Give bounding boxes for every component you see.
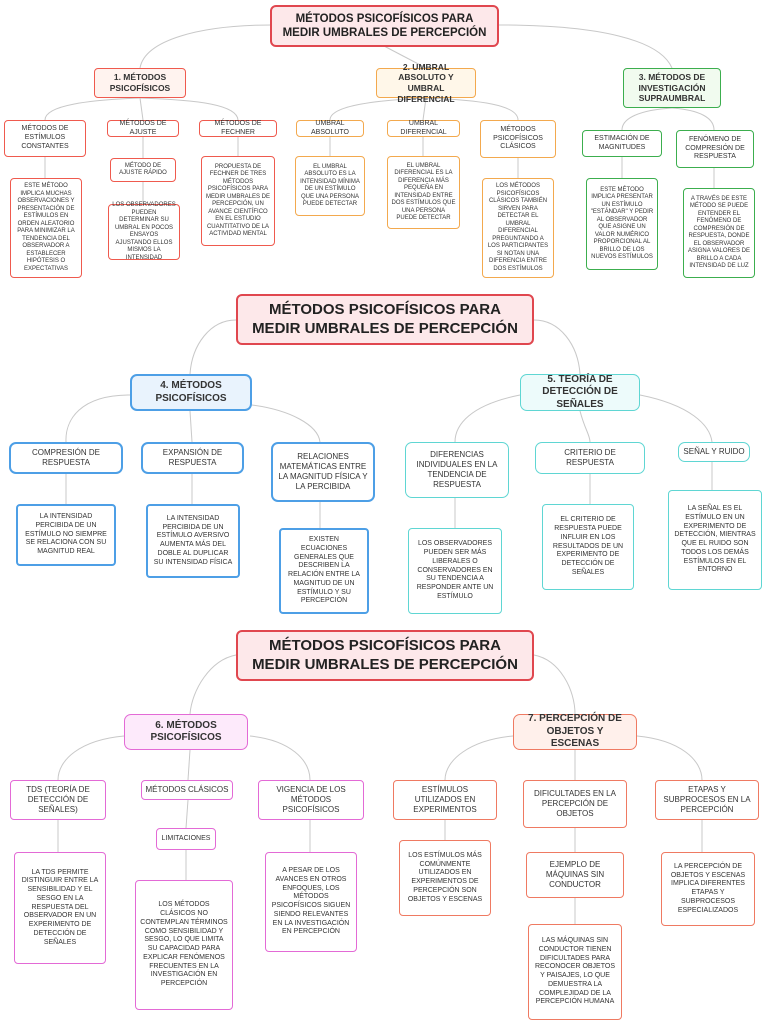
branch-1-metodos-psicofisicos: 1. MÉTODOS PSICOFÍSICOS xyxy=(94,68,186,98)
node-compresion-respuesta: FENÓMENO DE COMPRESIÓN DE RESPUESTA xyxy=(676,130,754,168)
node-maquinas-sin-conductor: EJEMPLO DE MÁQUINAS SIN CONDUCTOR xyxy=(526,852,624,898)
desc-metodos-fechner: PROPUESTA DE FECHNER DE TRES MÉTODOS PSI… xyxy=(201,156,275,246)
node-dificultades-percepcion: DIFICULTADES EN LA PERCEPCIÓN DE OBJETOS xyxy=(523,780,627,828)
node-estimulos-utilizados: ESTÍMULOS UTILIZADOS EN EXPERIMENTOS xyxy=(393,780,497,820)
desc-senal-ruido: LA SEÑAL ES EL ESTÍMULO EN UN EXPERIMENT… xyxy=(668,490,762,590)
desc-tds: LA TDS PERMITE DISTINGUIR ENTRE LA SENSI… xyxy=(14,852,106,964)
node-estimacion-magnitudes: ESTIMACIÓN DE MAGNITUDES xyxy=(582,130,662,157)
main-title-1: MÉTODOS PSICOFÍSICOS PARA MEDIR UMBRALES… xyxy=(270,5,499,47)
node-expansion-respuesta: EXPANSIÓN DE RESPUESTA xyxy=(141,442,244,474)
desc-expansion-respuesta: LA INTENSIDAD PERCIBIDA DE UN ESTÍMULO A… xyxy=(146,504,240,578)
branch-6-metodos-psicofisicos: 6. MÉTODOS PSICOFÍSICOS xyxy=(124,714,248,750)
desc-estimulos-utilizados: LOS ESTÍMULOS MÁS COMÚNMENTE UTILIZADOS … xyxy=(399,840,491,916)
node-vigencia-metodos: VIGENCIA DE LOS MÉTODOS PSICOFÍSICOS xyxy=(258,780,364,820)
node-tds: TDS (TEORÍA DE DETECCIÓN DE SEÑALES) xyxy=(10,780,106,820)
desc-diferencias-individuales: LOS OBSERVADORES PUEDEN SER MÁS LIBERALE… xyxy=(408,528,502,614)
node-compresion-respuesta-2: COMPRESIÓN DE RESPUESTA xyxy=(9,442,123,474)
desc-limitaciones: LOS MÉTODOS CLÁSICOS NO CONTEMPLAN TÉRMI… xyxy=(135,880,233,1010)
desc-umbral-absoluto: EL UMBRAL ABSOLUTO ES LA INTENSIDAD MÍNI… xyxy=(295,156,365,216)
desc-compresion-respuesta-2: LA INTENSIDAD PERCIBIDA DE UN ESTÍMULO N… xyxy=(16,504,116,566)
branch-7-percepcion-objetos-escenas: 7. PERCEPCIÓN DE OBJETOS Y ESCENAS xyxy=(513,713,637,750)
main-title-2: MÉTODOS PSICOFÍSICOS PARA MEDIR UMBRALES… xyxy=(236,294,534,345)
desc-ajuste-rapido: LOS OBSERVADORES PUEDEN DETERMINAR SU UM… xyxy=(108,202,180,261)
node-metodos-ajuste: MÉTODOS DE AJUSTE xyxy=(107,120,179,137)
branch-5-teoria-deteccion-senales: 5. TEORÍA DE DETECCIÓN DE SEÑALES xyxy=(520,374,640,411)
branch-4-metodos-psicofisicos: 4. MÉTODOS PSICOFÍSICOS xyxy=(130,374,252,411)
desc-psicofisicos-clasicos: LOS MÉTODOS PSICOFÍSICOS CLÁSICOS TAMBIÉ… xyxy=(482,178,554,278)
node-ajuste-rapido: MÉTODO DE AJUSTE RÁPIDO xyxy=(110,158,176,182)
node-diferencias-individuales: DIFERENCIAS INDIVIDUALES EN LA TENDENCIA… xyxy=(405,442,509,498)
desc-compresion-respuesta: A TRAVÉS DE ESTE MÉTODO SE PUEDE ENTENDE… xyxy=(683,188,755,278)
branch-3-investigacion-supraumbral: 3. MÉTODOS DE INVESTIGACIÓN SUPRAUMBRAL xyxy=(623,68,721,108)
branch-2-umbral-absoluto-diferencial: 2. UMBRAL ABSOLUTO Y UMBRAL DIFERENCIAL xyxy=(376,62,476,104)
node-criterio-respuesta: CRITERIO DE RESPUESTA xyxy=(535,442,645,474)
node-relaciones-matematicas: RELACIONES MATEMÁTICAS ENTRE LA MAGNITUD… xyxy=(271,442,375,502)
node-etapas-subprocesos: ETAPAS Y SUBPROCESOS EN LA PERCEPCIÓN xyxy=(655,780,759,820)
node-umbral-absoluto: UMBRAL ABSOLUTO xyxy=(296,120,364,137)
desc-estimacion-magnitudes: ESTE MÉTODO IMPLICA PRESENTAR UN ESTÍMUL… xyxy=(586,178,658,270)
desc-maquinas-sin-conductor: LAS MÁQUINAS SIN CONDUCTOR TIENEN DIFICU… xyxy=(528,924,622,1020)
desc-criterio-respuesta: EL CRITERIO DE RESPUESTA PUEDE INFLUIR E… xyxy=(542,504,634,590)
main-title-3: MÉTODOS PSICOFÍSICOS PARA MEDIR UMBRALES… xyxy=(236,630,534,681)
node-senal-ruido: SEÑAL Y RUIDO xyxy=(678,442,750,462)
node-limitaciones: LIMITACIONES xyxy=(156,828,216,850)
desc-etapas-subprocesos: LA PERCEPCIÓN DE OBJETOS Y ESCENAS IMPLI… xyxy=(661,852,755,926)
node-estimulos-constantes: MÉTODOS DE ESTÍMULOS CONSTANTES xyxy=(4,120,86,157)
desc-relaciones-matematicas: EXISTEN ECUACIONES GENERALES QUE DESCRIB… xyxy=(279,528,369,614)
node-psicofisicos-clasicos: MÉTODOS PSICOFÍSICOS CLÁSICOS xyxy=(480,120,556,158)
node-metodos-clasicos: MÉTODOS CLÁSICOS xyxy=(141,780,233,800)
desc-umbral-diferencial: EL UMBRAL DIFERENCIAL ES LA DIFERENCIA M… xyxy=(387,156,460,229)
desc-estimulos-constantes: ESTE MÉTODO IMPLICA MUCHAS OBSERVACIONES… xyxy=(10,178,82,278)
desc-vigencia-metodos: A PESAR DE LOS AVANCES EN OTROS ENFOQUES… xyxy=(265,852,357,952)
node-metodos-fechner: MÉTODOS DE FECHNER xyxy=(199,120,277,137)
node-umbral-diferencial: UMBRAL DIFERENCIAL xyxy=(387,120,460,137)
